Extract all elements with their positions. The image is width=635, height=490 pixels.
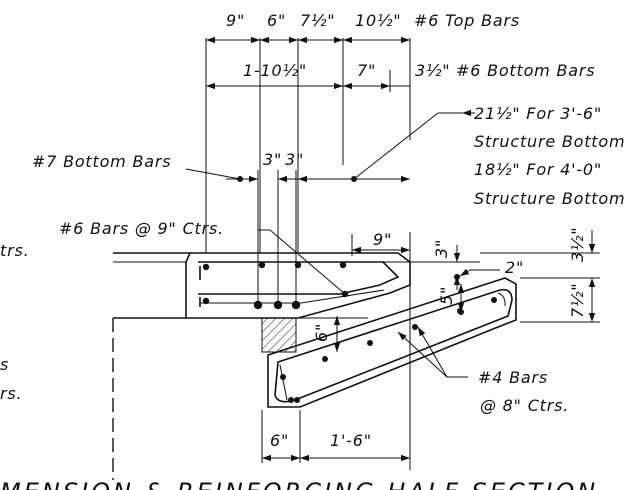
- left-cut-text-1: trs.: [0, 241, 29, 260]
- note-line-1: 21½" For 3'-6": [474, 104, 602, 123]
- dim-1-6: 1'-6": [330, 431, 372, 450]
- note-line-2: Structure Bottom: [474, 132, 625, 151]
- label-6-bars-at-9: #6 Bars @ 9" Ctrs.: [59, 219, 224, 238]
- left-cut-text-2: s: [0, 355, 9, 374]
- construction-lines: [112, 38, 411, 480]
- dim-9-mid: 9": [373, 230, 392, 249]
- dimension-labels: 9" 6" 7½" 10½" 1-10½" 7" 3½" 3" 3" 9" 3"…: [226, 11, 587, 450]
- section-title: MENSION & REINFORCING HALF SECTION: [0, 478, 598, 490]
- dim-top-6: 6": [267, 11, 286, 30]
- label-4-bars: #4 Bars: [478, 368, 548, 387]
- dim-1-10-5: 1-10½": [243, 61, 307, 80]
- label-7-bottom-bars: #7 Bottom Bars: [32, 152, 171, 171]
- dim-3a: 3": [263, 150, 282, 169]
- note-line-4: Structure Bottom: [474, 189, 625, 208]
- dim-top-7-5: 7½": [300, 11, 335, 30]
- left-cut-text-3: rs.: [0, 384, 22, 403]
- note-line-3: 18½" For 4'-0": [474, 160, 602, 179]
- dim-7: 7": [357, 61, 376, 80]
- dim-6-vert: 6": [312, 323, 331, 342]
- label-4-bars-spacing: @ 8" Ctrs.: [480, 396, 569, 415]
- dim-top-9: 9": [226, 11, 245, 30]
- dim-7-5-right: 7½": [568, 283, 587, 318]
- dim-5: 5": [437, 286, 456, 305]
- dim-3b: 3": [285, 150, 304, 169]
- dim-6-bottom: 6": [270, 431, 289, 450]
- dim-2: 2": [505, 258, 524, 277]
- label-bottom-bars: #6 Bottom Bars: [456, 61, 595, 80]
- note-labels: #6 Top Bars #6 Bottom Bars #7 Bottom Bar…: [0, 11, 625, 415]
- dim-3-vert: 3": [432, 239, 451, 258]
- label-top-bars: #6 Top Bars: [414, 11, 520, 30]
- hatched-wall: [261, 317, 297, 353]
- dim-3-5-top: 3½": [415, 61, 450, 80]
- dimension-lines: [185, 36, 600, 462]
- dim-top-10-5: 10½": [355, 11, 401, 30]
- dim-3-5-right: 3½": [568, 227, 587, 262]
